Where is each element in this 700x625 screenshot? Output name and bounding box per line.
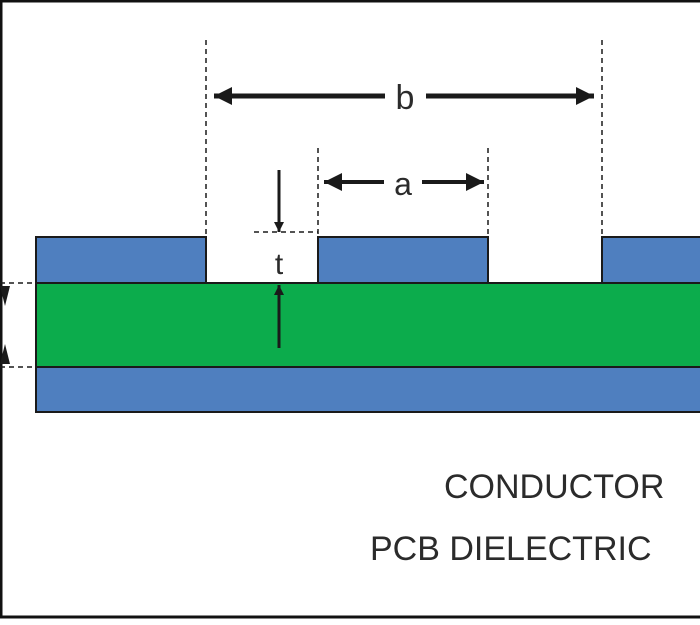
- center-strip-conductor: [317, 236, 489, 284]
- dimension-b: b: [214, 79, 594, 117]
- bottom-ground-plane: [35, 366, 700, 413]
- dielectric-thickness-arrow-partial: [0, 286, 10, 364]
- dimension-a: a: [324, 166, 484, 202]
- top-ground-conductor-right: [601, 236, 700, 284]
- dimension-t: t: [274, 170, 284, 348]
- top-ground-conductor-left: [35, 236, 207, 284]
- dimension-b-label: b: [396, 79, 415, 117]
- legend-conductor-label: CONDUCTOR: [444, 468, 664, 506]
- dimension-a-label: a: [394, 166, 412, 202]
- legend-dielectric-label: PCB DIELECTRIC: [370, 530, 652, 568]
- pcb-dielectric-layer: [35, 282, 700, 368]
- extension-lines: [0, 40, 603, 368]
- dimension-t-label: t: [275, 248, 284, 281]
